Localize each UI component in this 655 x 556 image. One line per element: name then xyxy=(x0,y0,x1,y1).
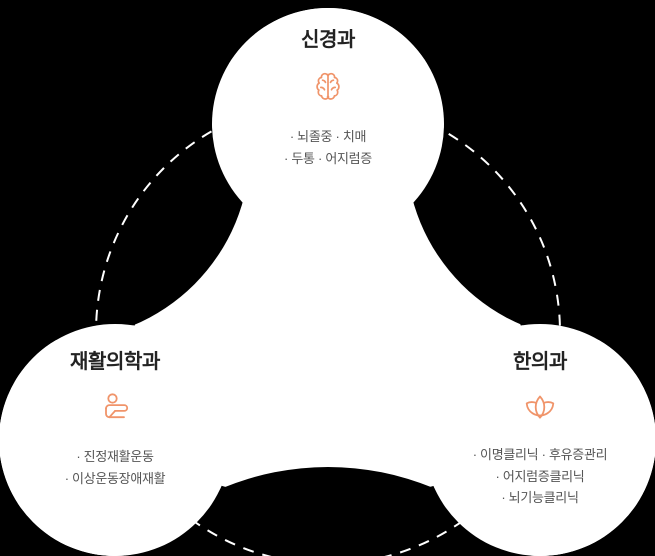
blob-notch-bottom xyxy=(125,467,531,556)
detail-line: · 이상운동장애재활 xyxy=(64,470,166,486)
detail-line: · 어지럼증클리닉 xyxy=(495,468,585,484)
node-neurology-details: · 뇌졸중 · 치매 · 두통 · 어지럼증 xyxy=(284,128,372,167)
detail-line: · 이명클리닉 · 후유증관리 xyxy=(472,447,608,462)
node-rehabilitation-title: 재활의학과 xyxy=(70,351,160,373)
node-rehabilitation-details: · 진정재활운동 · 이상운동장애재활 xyxy=(65,448,166,487)
detail-line: · 진정재활운동 xyxy=(76,449,154,464)
person-stretching-icon xyxy=(95,388,135,428)
node-oriental-details: · 이명클리닉 · 후유증관리 · 어지럼증클리닉 · 뇌기능클리닉 xyxy=(473,446,608,507)
detail-line: · 뇌졸중 · 치매 xyxy=(289,129,367,144)
blob-lobe-top-restore xyxy=(212,8,444,240)
blob-lobe-bottom-right-restore xyxy=(424,324,655,556)
blob-notch-left xyxy=(0,0,250,340)
node-oriental-title: 한의과 xyxy=(513,351,567,373)
node-rehabilitation[interactable]: 재활의학과 · 진정재활운동 · 이상운동장애재활 xyxy=(0,324,231,556)
detail-line: · 두통 · 어지럼증 xyxy=(284,150,372,166)
lotus-icon xyxy=(520,388,560,428)
node-neurology[interactable]: 신경과 · 뇌졸중 · 치매 · 두통 · 어지럼증 xyxy=(212,8,444,240)
node-oriental[interactable]: 한의과 · 이명클리닉 · 후유증관리 · 어지럼증클리닉 · 뇌기능클리닉 xyxy=(424,324,655,556)
node-neurology-title: 신경과 xyxy=(301,29,355,51)
blob-lobe-bottom-left-restore xyxy=(0,324,231,556)
detail-line: · 뇌기능클리닉 xyxy=(501,490,579,506)
dashed-connector-circle xyxy=(95,99,561,556)
brain-icon xyxy=(308,66,348,106)
blob-notch-right xyxy=(406,0,655,340)
